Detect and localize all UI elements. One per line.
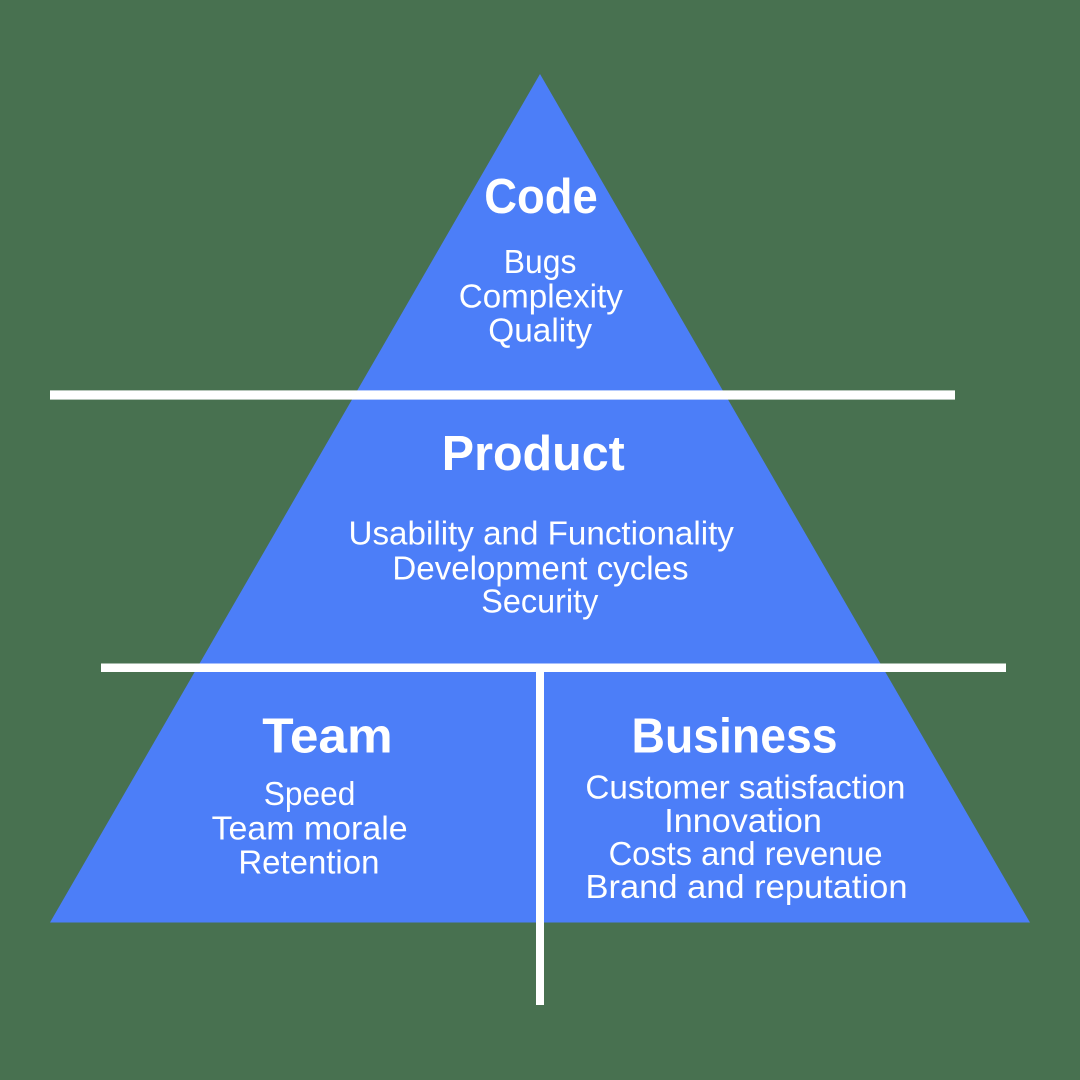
svg-text:Costs and revenue: Costs and revenue xyxy=(609,835,883,872)
svg-text:Code: Code xyxy=(484,170,597,224)
svg-text:Customer satisfaction: Customer satisfaction xyxy=(585,768,905,805)
svg-text:Development cycles: Development cycles xyxy=(392,549,688,586)
svg-text:Product: Product xyxy=(442,427,625,481)
svg-text:Bugs: Bugs xyxy=(504,243,577,280)
svg-text:Business: Business xyxy=(632,709,838,763)
svg-text:Brand and reputation: Brand and reputation xyxy=(586,868,908,905)
svg-text:Team morale: Team morale xyxy=(212,810,408,847)
svg-text:Security: Security xyxy=(481,582,598,619)
svg-text:Usability and Functionality: Usability and Functionality xyxy=(349,515,735,552)
svg-text:Speed: Speed xyxy=(264,775,356,812)
svg-text:Team: Team xyxy=(262,709,392,763)
svg-text:Retention: Retention xyxy=(238,844,379,881)
svg-text:Innovation: Innovation xyxy=(664,802,822,839)
svg-text:Quality: Quality xyxy=(488,311,592,348)
svg-text:Complexity: Complexity xyxy=(459,278,623,315)
